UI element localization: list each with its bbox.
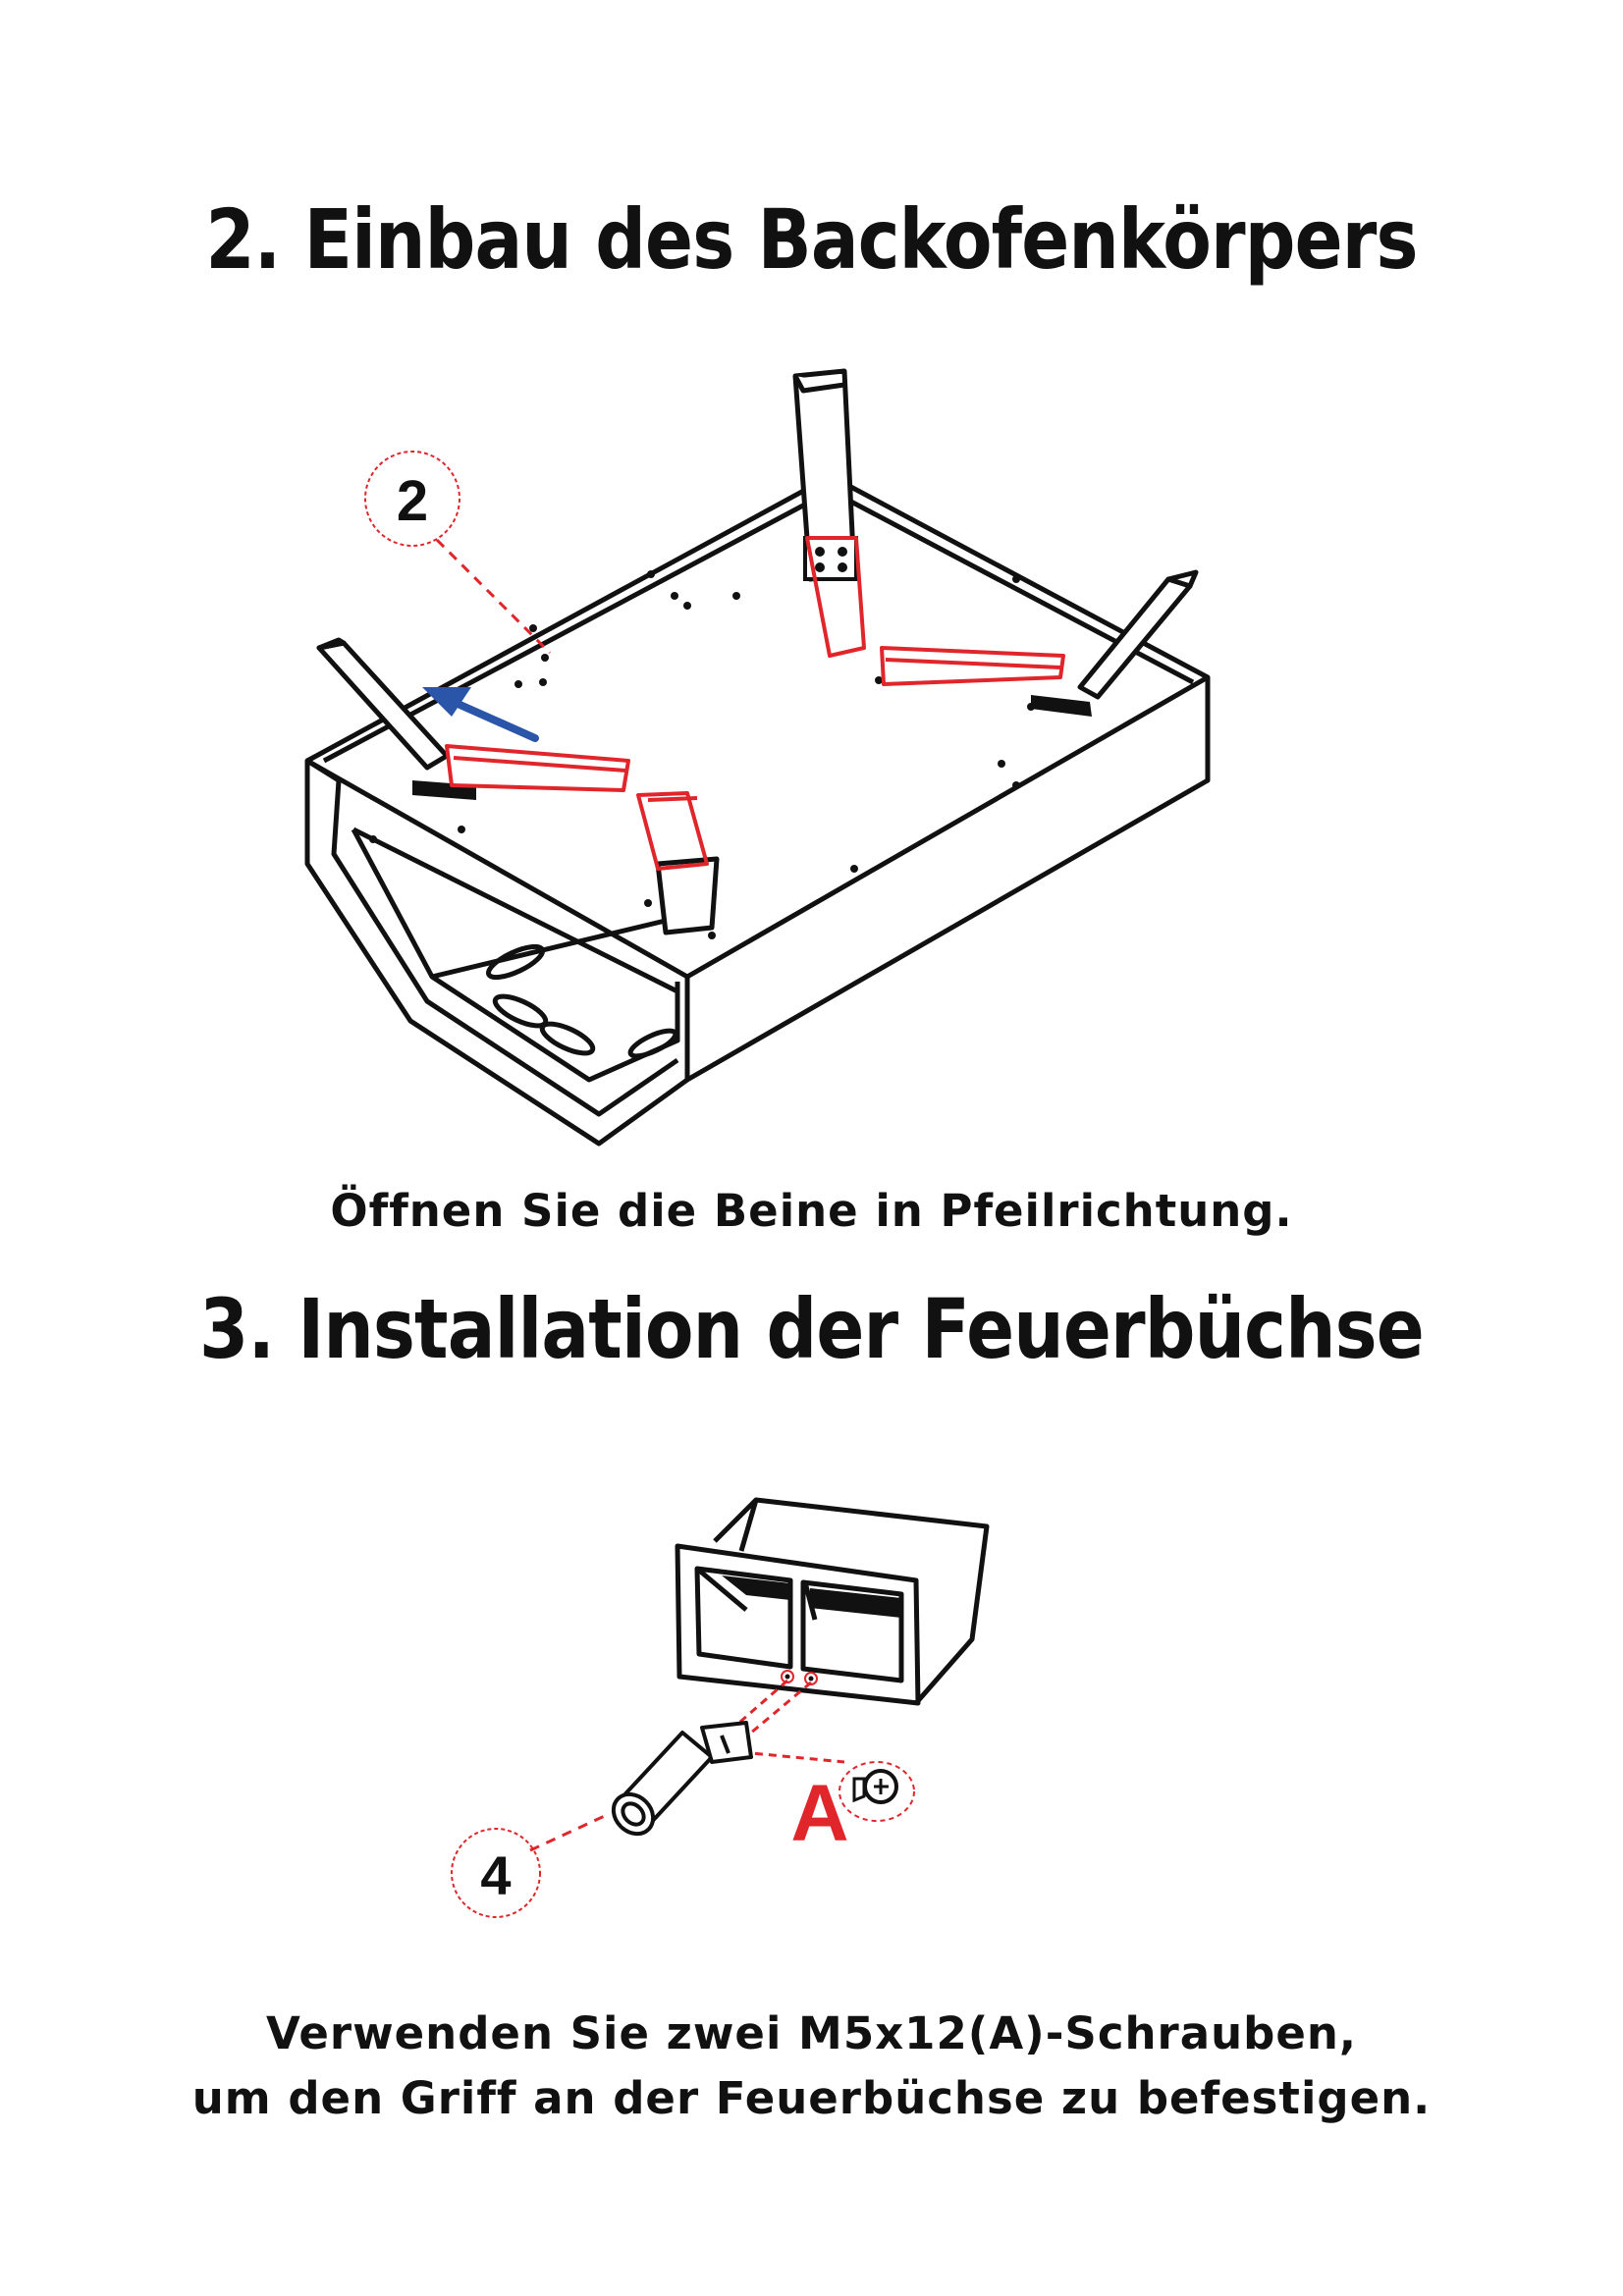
section-3-title: 3. Installation der Feuerbüchse bbox=[199, 1281, 1425, 1377]
direction-arrow bbox=[422, 687, 539, 742]
section-3-caption-line2: um den Griff an der Feuerbüchse zu befes… bbox=[191, 2072, 1432, 2124]
folded-leg-outlines bbox=[445, 536, 1065, 871]
callout-2: 2 bbox=[364, 451, 552, 655]
section-3-caption-line1: Verwenden Sie zwei M5x12(A)-Schrauben, bbox=[266, 2007, 1357, 2059]
oven-legs bbox=[316, 368, 1199, 935]
section-2-title: 2. Einbau des Backofenkörpers bbox=[205, 191, 1418, 288]
callout-2-label: 2 bbox=[397, 469, 428, 533]
section-2-caption: Öffnen Sie die Beine in Pfeilrichtung. bbox=[330, 1185, 1293, 1237]
